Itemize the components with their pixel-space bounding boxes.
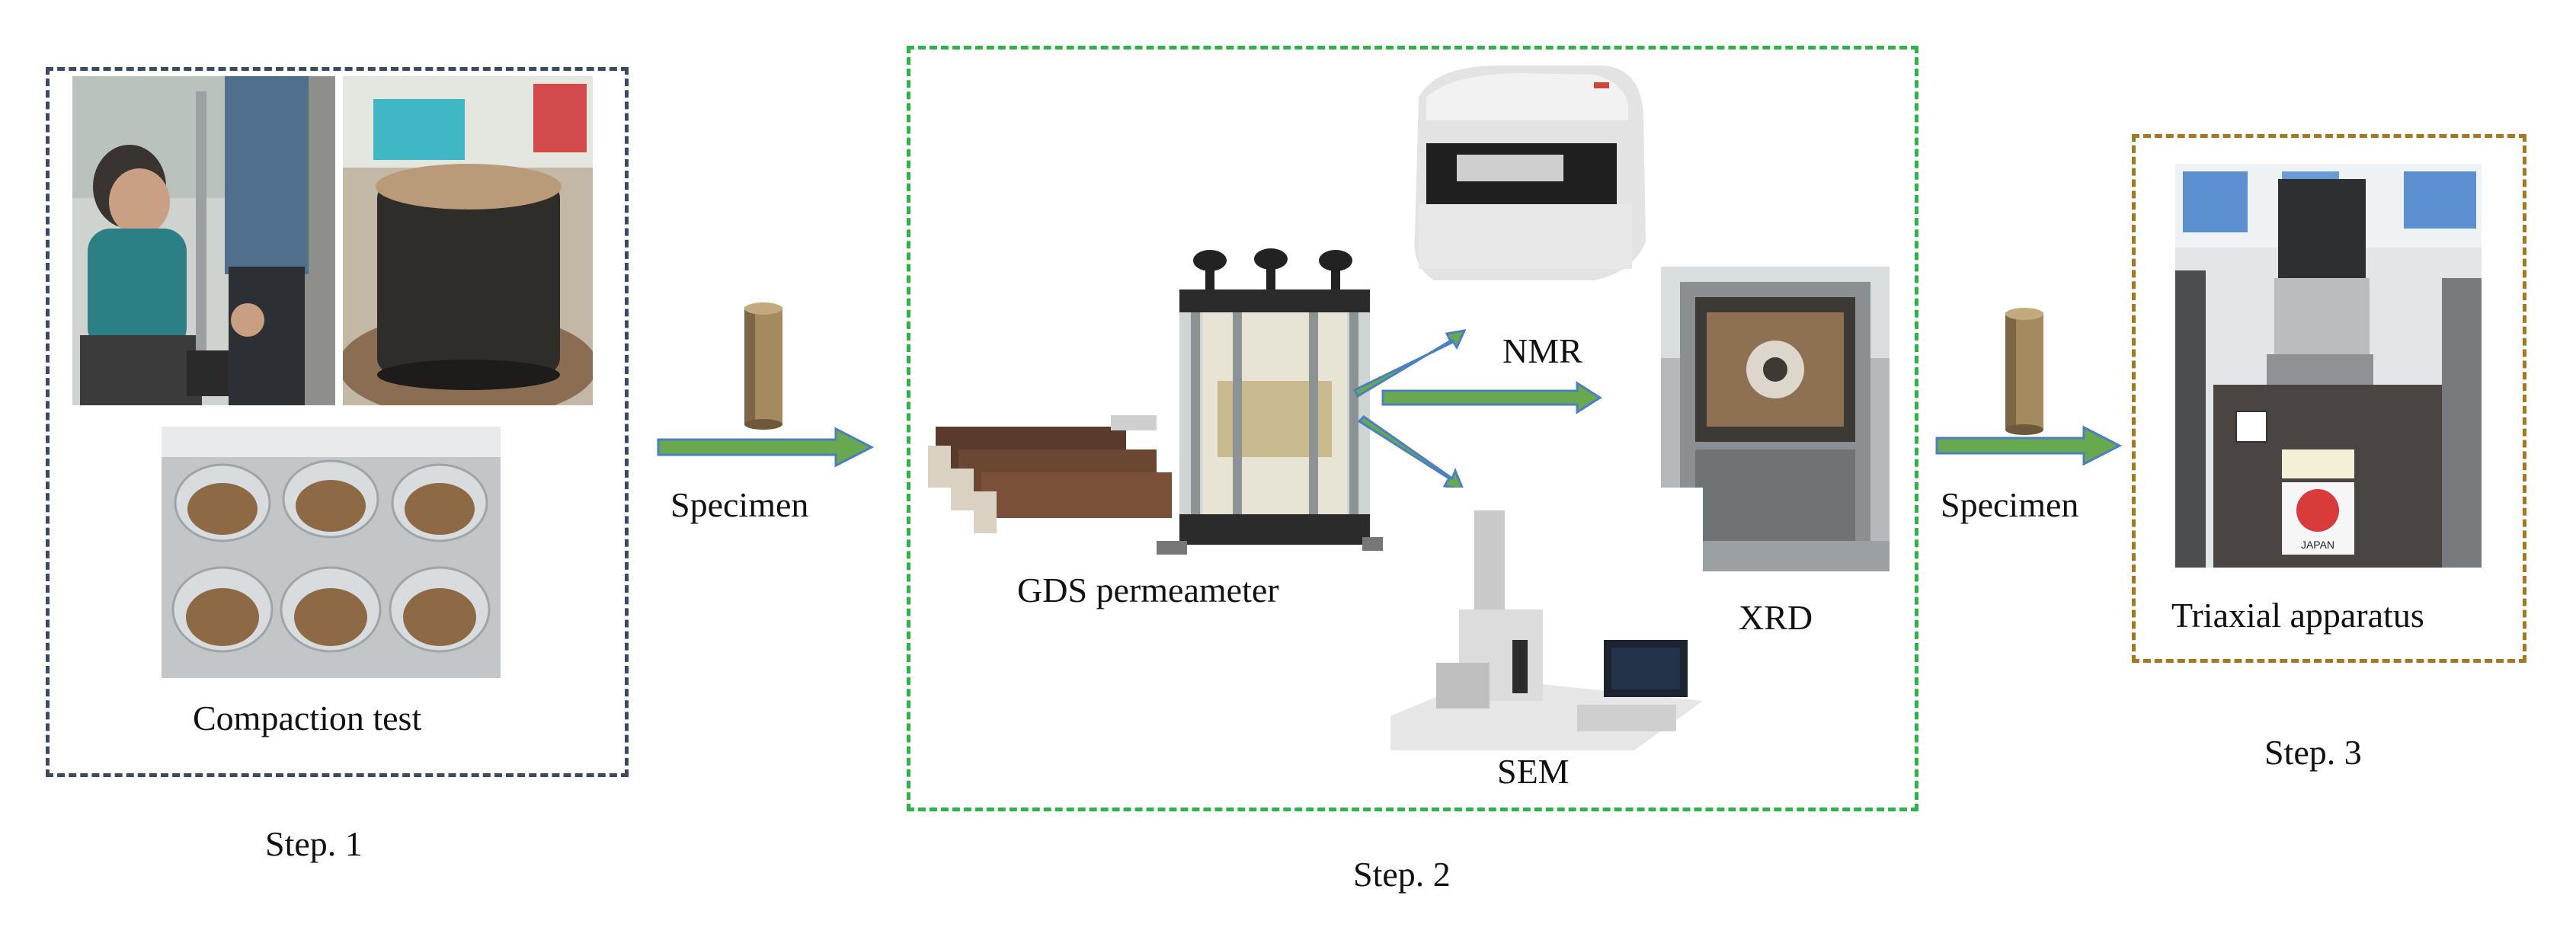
triaxial-apparatus-image: JAPAN (2175, 164, 2482, 568)
gds-permeameter-image (928, 244, 1393, 564)
step1-label: Step. 1 (265, 824, 363, 863)
arrows-gds-to-analysis (1349, 320, 1638, 510)
sem-instrument-image (1383, 488, 1703, 750)
nmr-label: NMR (1502, 331, 1582, 370)
specimen-cylinder-right (2002, 306, 2047, 436)
compaction-mold-photo (343, 76, 593, 405)
compaction-test-label: Compaction test (193, 699, 422, 737)
step2-frame (907, 46, 1918, 811)
compaction-operator-photo (72, 76, 335, 405)
specimen-cylinder-left (741, 301, 786, 430)
japan-badge-text: JAPAN (2301, 539, 2334, 551)
step2-label: Step. 2 (1353, 855, 1451, 894)
step3-label: Step. 3 (2264, 733, 2362, 772)
gds-permeameter-label: GDS permeameter (1017, 571, 1279, 609)
arrow-step1-to-step2 (657, 427, 874, 468)
step3-frame (2132, 134, 2526, 663)
arrow-step2-to-step3 (1935, 425, 2122, 466)
triaxial-apparatus-label: Triaxial apparatus (2171, 596, 2424, 635)
sem-label: SEM (1497, 752, 1570, 791)
step1-frame (46, 67, 629, 777)
specimen-label-right: Specimen (1941, 485, 2079, 524)
nmr-instrument-image (1403, 52, 1655, 284)
soil-samples-photo (162, 427, 501, 678)
xrd-instrument-image (1661, 267, 1890, 571)
xrd-label: XRD (1739, 598, 1813, 637)
specimen-label-left: Specimen (670, 485, 809, 524)
